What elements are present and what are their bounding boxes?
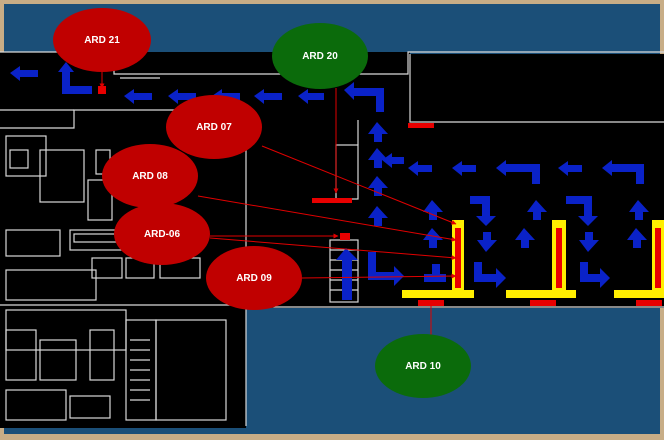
yellow-unit-core bbox=[556, 228, 562, 288]
node-label-ard09: ARD 09 bbox=[236, 273, 272, 284]
device-markers bbox=[98, 86, 662, 306]
node-label-ard07: ARD 07 bbox=[196, 122, 232, 133]
yellow-unit-core bbox=[455, 228, 461, 288]
node-ard21[interactable]: ARD 21 bbox=[53, 8, 151, 72]
arrow-down bbox=[477, 232, 497, 252]
arrow-down bbox=[579, 232, 599, 252]
arrow-up bbox=[336, 248, 358, 300]
walls bbox=[0, 51, 664, 426]
arrow-turn bbox=[58, 62, 92, 94]
arrow-up bbox=[627, 228, 647, 248]
connectors bbox=[99, 68, 457, 336]
arrow-left bbox=[124, 89, 152, 104]
arrow-up bbox=[368, 176, 388, 196]
arrow-left bbox=[382, 153, 404, 168]
arrow-up bbox=[368, 122, 388, 142]
arrow-up bbox=[423, 200, 443, 220]
arrow-left bbox=[408, 161, 432, 176]
node-ard09[interactable]: ARD 09 bbox=[206, 246, 302, 310]
arrow-up bbox=[368, 206, 388, 226]
node-ard06[interactable]: ARD-06 bbox=[114, 203, 210, 265]
arrow-turn bbox=[496, 160, 540, 184]
node-label-ard06: ARD-06 bbox=[144, 229, 181, 240]
node-ard20[interactable]: ARD 20 bbox=[272, 23, 368, 89]
arrow-turn bbox=[474, 262, 506, 288]
arrow-left bbox=[558, 161, 582, 176]
node-label-ard20: ARD 20 bbox=[302, 51, 338, 62]
arrow-turn bbox=[580, 262, 610, 288]
arrow-turn bbox=[344, 82, 384, 112]
arrow-turn bbox=[602, 160, 644, 184]
arrow-left bbox=[168, 89, 196, 104]
yellow-unit-core bbox=[655, 228, 661, 288]
yellow-unit bbox=[614, 220, 664, 298]
arrow-left bbox=[452, 161, 476, 176]
node-label-ard10: ARD 10 bbox=[405, 361, 441, 372]
node-label-ard21: ARD 21 bbox=[84, 35, 120, 46]
node-label-ard08: ARD 08 bbox=[132, 171, 168, 182]
arrow-turn bbox=[566, 196, 598, 226]
node-ard10[interactable]: ARD 10 bbox=[375, 334, 471, 398]
arrow-up bbox=[368, 148, 388, 168]
arrow-turn bbox=[424, 264, 446, 282]
arrow-left bbox=[10, 66, 38, 81]
node-ard07[interactable]: ARD 07 bbox=[166, 95, 262, 159]
arrow-up bbox=[527, 200, 547, 220]
arrow-up bbox=[423, 228, 443, 248]
ard-nodes: ARD 21 ARD 20 ARD 07 ARD 08 ARD-06 ARD 0… bbox=[53, 8, 471, 398]
arrow-up bbox=[515, 228, 535, 248]
arrow-turn bbox=[470, 196, 496, 226]
node-ard08[interactable]: ARD 08 bbox=[102, 144, 198, 208]
arrow-left bbox=[254, 89, 282, 104]
arrow-left bbox=[298, 89, 324, 104]
arrow-up bbox=[629, 200, 649, 220]
